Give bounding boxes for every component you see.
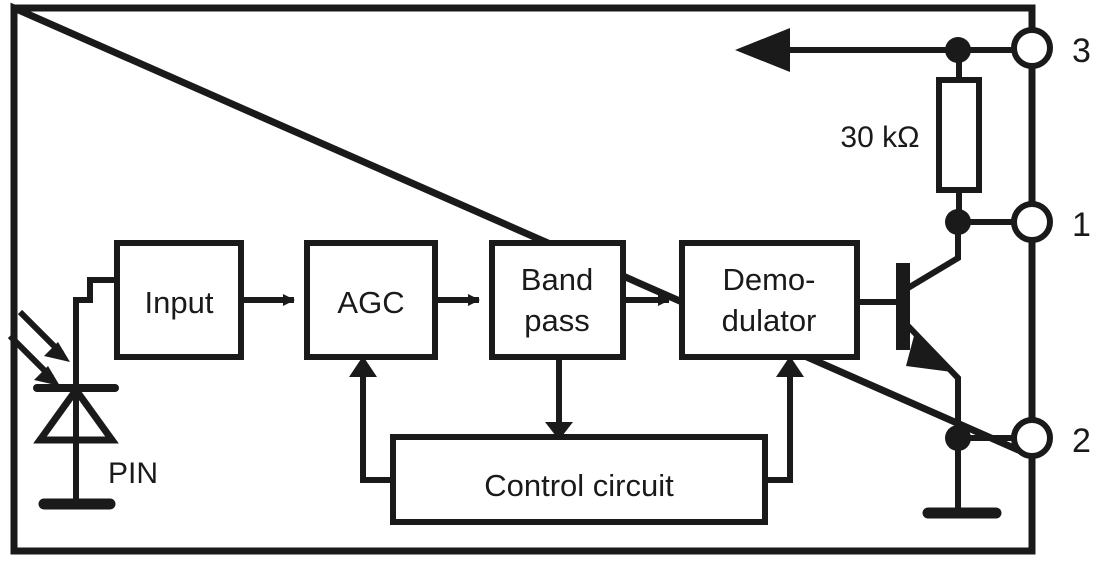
terminal-2-label: 2 (1072, 422, 1091, 460)
terminal-2[interactable] (1011, 417, 1053, 459)
block-input[interactable]: Input (114, 240, 244, 360)
pin-photodiode (33, 277, 120, 510)
npn-output-transistor (857, 225, 961, 437)
terminal-1[interactable] (1011, 201, 1053, 243)
terminal-3-label: 3 (1072, 32, 1091, 70)
junction-dot-node2 (945, 425, 971, 451)
block-bandpass-label-line2: pass (524, 303, 589, 338)
pin-diode-label: PIN (108, 457, 158, 490)
block-bandpass[interactable]: Band pass (489, 240, 626, 360)
block-bandpass-label-line1: Band (521, 262, 593, 297)
block-input-label: Input (145, 285, 214, 320)
junction-dot-node3 (945, 37, 971, 63)
junction-dots (945, 37, 971, 451)
resistor-value-label: 30 kΩ (840, 121, 919, 154)
junction-dot-node1 (945, 209, 971, 235)
output-direction-arrow (735, 28, 790, 72)
block-demodulator-label-line2: dulator (722, 303, 817, 338)
block-demodulator[interactable]: Demo- dulator (679, 240, 860, 360)
block-agc-label: AGC (337, 285, 404, 320)
block-control-circuit-label: Control circuit (484, 468, 674, 503)
arrow-control-to-demodulator (762, 356, 804, 483)
arrow-bandpass-to-control (545, 357, 573, 440)
block-demodulator-label-line1: Demo- (722, 262, 815, 297)
terminal-1-label: 1 (1072, 206, 1091, 244)
package-outline (10, 2, 1036, 555)
arrow-control-to-agc (349, 356, 396, 483)
resistor-30k (936, 50, 982, 222)
incident-light-arrows (7, 309, 70, 386)
terminal-3[interactable] (1011, 27, 1053, 69)
block-agc[interactable]: AGC (304, 240, 438, 360)
block-control-circuit[interactable]: Control circuit (390, 434, 768, 525)
